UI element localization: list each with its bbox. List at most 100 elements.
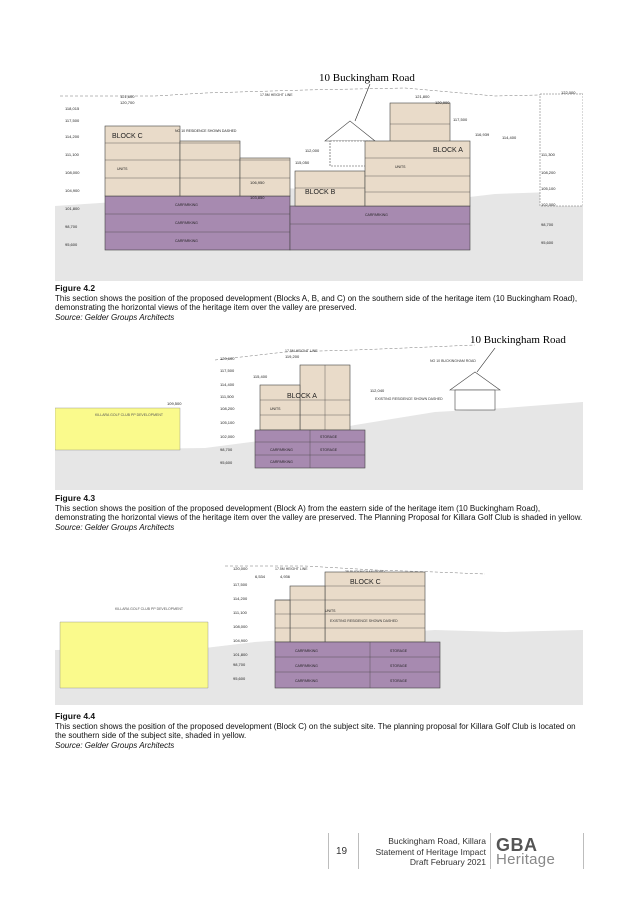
svg-text:103,850: 103,850 [250, 195, 265, 200]
figure-4-4-caption: Figure 4.4 This section shows the positi… [55, 711, 585, 750]
svg-text:CARPARKING: CARPARKING [295, 664, 318, 668]
footer-document-info: Buckingham Road, Killara Statement of He… [362, 836, 486, 868]
svg-text:120,900: 120,900 [435, 100, 450, 105]
svg-text:98,700: 98,700 [65, 224, 78, 229]
carpark-block-a [289, 205, 471, 251]
svg-text:CARPARKING: CARPARKING [270, 460, 293, 464]
svg-text:CARPARKING: CARPARKING [175, 203, 198, 207]
svg-text:EXISTING RESIDENCE SHOWN DASHE: EXISTING RESIDENCE SHOWN DASHED [375, 397, 443, 401]
figure-caption-text: This section shows the position of the p… [55, 721, 576, 741]
svg-text:95,600: 95,600 [233, 676, 246, 681]
carpark [274, 641, 441, 689]
adjacent-building [539, 93, 583, 207]
footer-line-2: Statement of Heritage Impact [375, 846, 486, 857]
svg-text:105,100: 105,100 [541, 186, 556, 191]
svg-text:STORAGE: STORAGE [390, 649, 408, 653]
footer-divider [583, 833, 584, 869]
page-number: 19 [336, 846, 348, 857]
svg-text:114,400: 114,400 [220, 382, 235, 387]
drawing-heading: 10 Buckingham Road [319, 72, 415, 84]
svg-text:114,200: 114,200 [233, 596, 248, 601]
figure-4-3-caption: Figure 4.3 This section shows the positi… [55, 493, 585, 532]
svg-text:6,534: 6,534 [255, 574, 266, 579]
gba-logo-bottom: Heritage [496, 851, 556, 868]
svg-text:98,700: 98,700 [233, 662, 246, 667]
svg-text:UNITS: UNITS [325, 609, 336, 613]
svg-text:114,200: 114,200 [65, 134, 80, 139]
heritage-house-roof [324, 120, 376, 142]
svg-text:121,800: 121,800 [415, 94, 430, 99]
svg-text:115,050: 115,050 [295, 160, 310, 165]
svg-text:117,500: 117,500 [65, 118, 80, 123]
figure-source: Source: Gelder Groups Architects [55, 312, 175, 322]
figure-4-3-drawing: 10 Buckingham Road KILLARA GOLF CLUB PP … [55, 330, 583, 490]
svg-text:116,939: 116,939 [475, 132, 490, 137]
svg-text:UNITS: UNITS [395, 165, 406, 169]
svg-text:108,200: 108,200 [220, 406, 235, 411]
footer-line-3: Draft February 2021 [409, 857, 486, 867]
svg-text:112,040: 112,040 [370, 388, 385, 393]
svg-text:102,000: 102,000 [541, 202, 556, 207]
page-footer: 19 Buckingham Road, Killara Statement of… [328, 833, 588, 869]
svg-text:95,600: 95,600 [65, 242, 78, 247]
svg-text:STORAGE: STORAGE [320, 448, 338, 452]
svg-text:17.5M HEIGHT LINE: 17.5M HEIGHT LINE [285, 349, 318, 353]
svg-text:106,950: 106,950 [250, 180, 265, 185]
figure-caption-text: This section shows the position of the p… [55, 293, 578, 313]
label-block-c: BLOCK C [350, 579, 381, 586]
svg-text:115,400: 115,400 [253, 374, 268, 379]
footer-line-1: Buckingham Road, Killara [388, 836, 486, 846]
figure-source: Source: Gelder Groups Architects [55, 740, 175, 750]
heritage-house-roof [449, 371, 501, 391]
figure-title: Figure 4.4 [55, 711, 96, 721]
block-c-mass [104, 125, 181, 197]
leader-arrow [476, 347, 496, 373]
section-drawing-block-c: KILLARA GOLF CLUB PP DEVELOPMENT 17.5M H… [55, 565, 583, 705]
drawing-heading: 10 Buckingham Road [470, 334, 566, 346]
svg-text:122,000: 122,000 [561, 90, 576, 95]
svg-text:CARPARKING: CARPARKING [175, 239, 198, 243]
svg-text:120,000: 120,000 [233, 566, 248, 571]
figure-title: Figure 4.2 [55, 283, 96, 293]
height-line [60, 87, 583, 97]
svg-text:120,700: 120,700 [120, 100, 135, 105]
label-block-a: BLOCK A [287, 393, 317, 400]
label-block-c: BLOCK C [112, 133, 143, 140]
svg-text:118,015: 118,015 [65, 106, 80, 111]
svg-text:98,700: 98,700 [541, 222, 554, 227]
svg-text:112,000: 112,000 [305, 148, 320, 153]
svg-text:UNITS: UNITS [117, 167, 128, 171]
gba-logo-top: GBA [496, 835, 538, 855]
svg-text:CARPARKING: CARPARKING [270, 448, 293, 452]
svg-text:NO 10 RESIDENCE SHOWN DASHED: NO 10 RESIDENCE SHOWN DASHED [175, 129, 237, 133]
svg-text:95,600: 95,600 [220, 460, 233, 465]
killara-golf-club-pp-yellow [59, 621, 209, 689]
svg-text:117,500: 117,500 [233, 582, 248, 587]
section-drawing-east: 10 Buckingham Road KILLARA GOLF CLUB PP … [55, 334, 583, 490]
block-c-mass [324, 571, 426, 643]
svg-text:121,600: 121,600 [120, 94, 135, 99]
svg-text:STORAGE: STORAGE [390, 664, 408, 668]
svg-text:105,100: 105,100 [220, 420, 235, 425]
svg-text:101,800: 101,800 [233, 652, 248, 657]
svg-text:117,500: 117,500 [453, 117, 468, 122]
svg-text:KILLARA GOLF CLUB PP DEVELOPME: KILLARA GOLF CLUB PP DEVELOPMENT [95, 413, 164, 417]
svg-text:STORAGE: STORAGE [320, 435, 338, 439]
svg-text:104,900: 104,900 [233, 638, 248, 643]
svg-text:108,000: 108,000 [233, 624, 248, 629]
svg-text:KILLARA GOLF CLUB PP DEVELOPME: KILLARA GOLF CLUB PP DEVELOPMENT [115, 607, 184, 611]
svg-text:120,600: 120,600 [220, 356, 235, 361]
svg-text:CARPARKING: CARPARKING [295, 679, 318, 683]
svg-text:108,200: 108,200 [541, 170, 556, 175]
block-b-mass [294, 170, 366, 207]
section-drawing-south: 10 Buckingham Road 17.5M HEIGHT LINE CAR… [55, 72, 583, 281]
height-line-label: 17.5M HEIGHT LINE [260, 93, 293, 97]
label-block-b: BLOCK B [305, 189, 336, 196]
svg-text:98,700: 98,700 [220, 447, 233, 452]
figure-4-4-drawing: KILLARA GOLF CLUB PP DEVELOPMENT 17.5M H… [55, 560, 583, 705]
svg-text:CARPARKING: CARPARKING [365, 213, 388, 217]
svg-text:101,800: 101,800 [65, 206, 80, 211]
svg-text:4,936: 4,936 [280, 574, 291, 579]
svg-text:108,000: 108,000 [65, 170, 80, 175]
svg-text:102,000: 102,000 [220, 434, 235, 439]
